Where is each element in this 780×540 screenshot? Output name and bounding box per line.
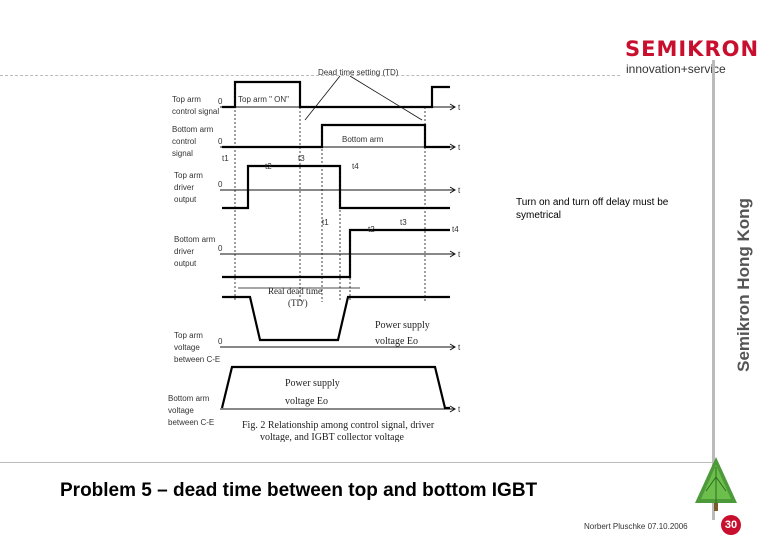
caption-line-1: Fig. 2 Relationship among control signal… xyxy=(242,420,435,431)
td-arrow-right xyxy=(349,75,423,121)
top-on-label: Top arm " ON" xyxy=(238,95,289,104)
td-arrow-left xyxy=(304,75,341,121)
author-date: Norbert Pluschke 07.10.2006 xyxy=(584,522,688,531)
row-label-r4-a: Bottom arm xyxy=(174,235,216,244)
row-label-r5-a: Top arm xyxy=(174,331,203,340)
wave-top-voltage xyxy=(222,295,450,342)
t4-bottom: t4 xyxy=(452,225,459,234)
page-number-badge: 30 xyxy=(721,515,741,535)
logo-tagline: innovation+service xyxy=(626,62,726,76)
side-company-name: Semikron Hong Kong xyxy=(734,198,753,372)
row-label-r5-b: voltage xyxy=(174,343,200,352)
real-dead-time-b: (TD') xyxy=(288,298,308,308)
footer-rule xyxy=(0,462,712,463)
caption-line-2: voltage, and IGBT collector voltage xyxy=(260,432,404,442)
row-label-r1-a: Top arm xyxy=(172,95,201,104)
delay-note: Turn on and turn off delay must be symet… xyxy=(516,197,669,221)
timing-diagram: Dead time setting (TD) Top arm " ON" Bot… xyxy=(168,68,461,442)
t4-top: t4 xyxy=(352,162,359,171)
row-label-r3-b: driver xyxy=(174,183,194,192)
row-label-r2-b: control xyxy=(172,137,196,146)
row-label-r2-a: Bottom arm xyxy=(172,125,214,134)
power-bottom-a: Power supply xyxy=(285,378,340,389)
dead-time-label: Dead time setting (TD) xyxy=(318,68,399,77)
row-label-r3-c: output xyxy=(174,195,197,204)
t3-bottom: t3 xyxy=(400,218,407,227)
zero-r2: 0 xyxy=(218,137,223,146)
row-label-r4-c: output xyxy=(174,259,197,268)
row-label-r4-b: driver xyxy=(174,247,194,256)
row-label-r6-c: between C-E xyxy=(168,418,214,427)
wave-top-driver xyxy=(222,164,450,210)
power-top-b: voltage Eo xyxy=(375,336,418,347)
row-label-r6-b: voltage xyxy=(168,406,194,415)
row-label-r1-b: control signal xyxy=(172,107,219,116)
t-axis-r1: t xyxy=(458,103,461,112)
real-dead-time-a: Real dead time xyxy=(268,286,322,296)
tree-icon xyxy=(695,457,737,511)
wave-bottom-voltage xyxy=(220,365,450,410)
wave-bottom-driver xyxy=(222,228,450,279)
zero-r4: 0 xyxy=(218,244,223,253)
side-stripe xyxy=(712,60,715,520)
t2-top: t2 xyxy=(265,162,272,171)
row-label-r6-a: Bottom arm xyxy=(168,394,210,403)
t2-bottom: t2 xyxy=(368,225,375,234)
t3-top: t3 xyxy=(298,154,305,163)
row-label-r5-c: between C-E xyxy=(174,355,220,364)
zero-r1: 0 xyxy=(218,97,223,106)
t-axis-r3: t xyxy=(458,186,461,195)
t-axis-r5: t xyxy=(458,343,461,352)
slide-title: Problem 5 – dead time between top and bo… xyxy=(60,480,538,501)
power-bottom-b: voltage Eo xyxy=(285,396,328,407)
header-rule xyxy=(0,75,620,76)
power-top-a: Power supply xyxy=(375,320,430,331)
t1-top: t1 xyxy=(222,154,229,163)
wave-bottom-control xyxy=(222,123,450,149)
bottom-on-label: Bottom arm xyxy=(342,135,384,144)
t-axis-r4: t xyxy=(458,250,461,259)
zero-r5: 0 xyxy=(218,337,223,346)
row-label-r3-a: Top arm xyxy=(174,171,203,180)
t-axis-r6: t xyxy=(458,405,461,414)
semikron-logo: SEMIKRON xyxy=(625,37,760,61)
t1-bottom: t1 xyxy=(322,218,329,227)
row-label-r2-c: signal xyxy=(172,149,193,158)
zero-r3: 0 xyxy=(218,180,223,189)
t-axis-r2: t xyxy=(458,143,461,152)
